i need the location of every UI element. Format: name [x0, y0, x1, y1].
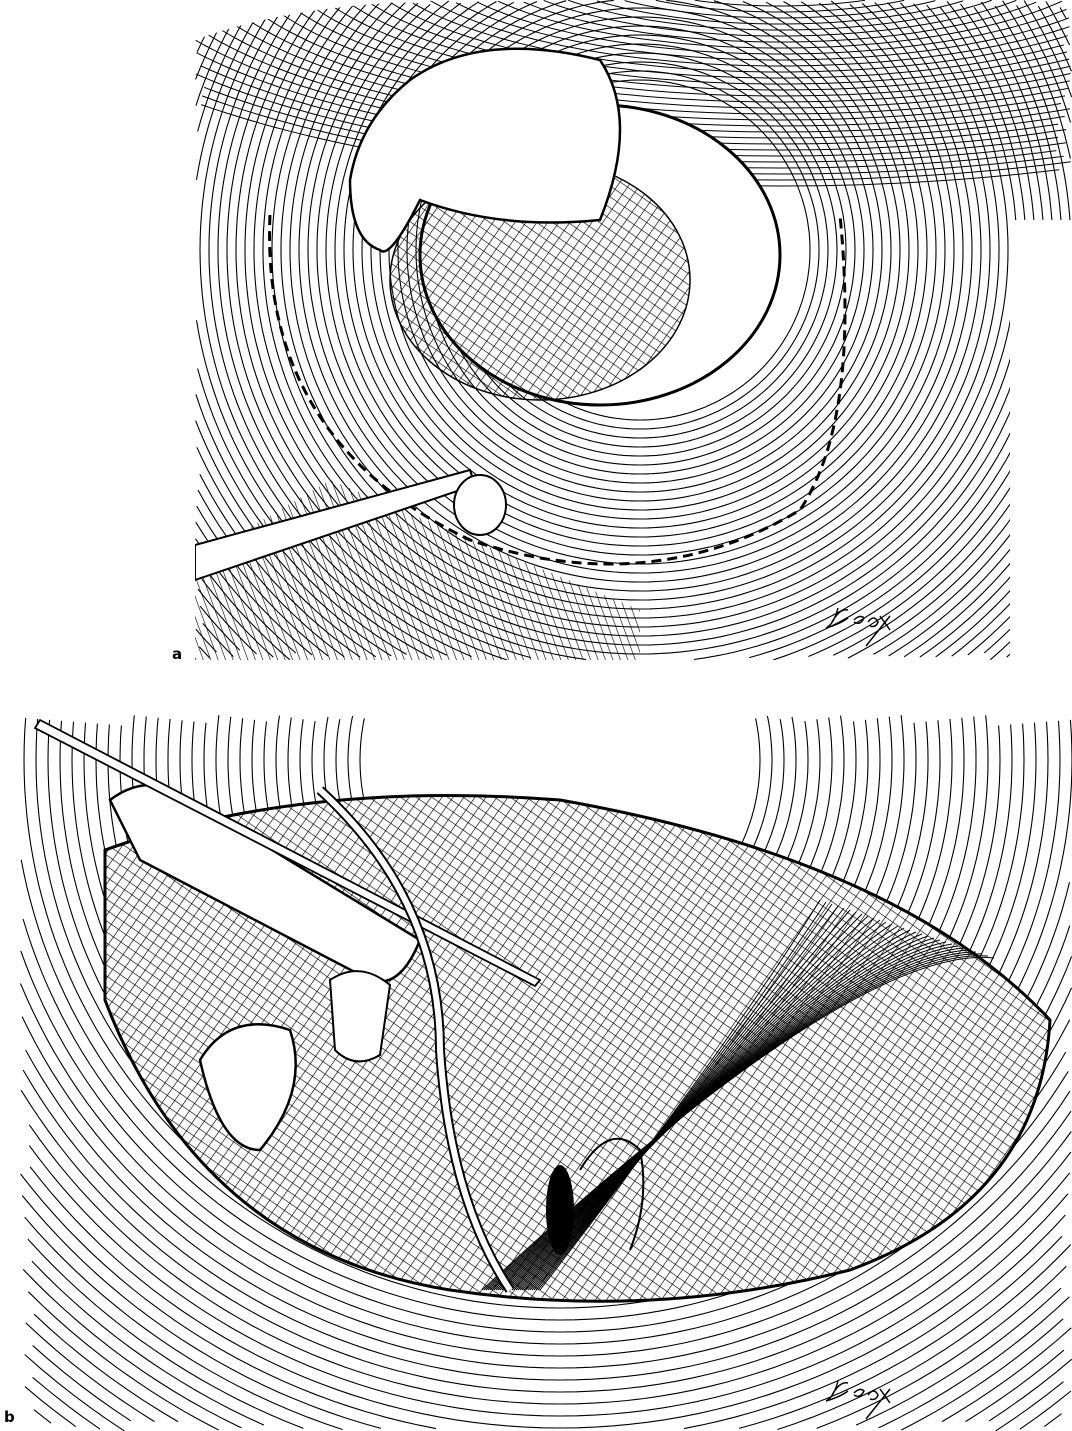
tissue-line [483, 955, 989, 1291]
eyelid-line [429, 0, 1070, 67]
eyelid-line [523, 1, 1037, 43]
eyelid-line [476, 1, 1067, 55]
eyelid-line [345, 0, 1070, 91]
engraving-line [20, 1173, 1066, 1430]
panel-a-drawing [195, 0, 1072, 660]
tissue-line [497, 941, 947, 1291]
eyelid-line [305, 1, 1071, 103]
tissue-line [525, 913, 863, 1291]
tissue-line [505, 933, 923, 1291]
engraving-line [25, 1049, 1071, 1369]
dark-opening [546, 1165, 574, 1255]
engraving-line [31, 1260, 1062, 1426]
engraving-line [28, 1124, 1072, 1405]
tissue-line [493, 945, 959, 1291]
tissue-line [491, 947, 965, 1291]
eyelid-line [543, 0, 1017, 37]
engraving-line [32, 1345, 1072, 1422]
tissue-line [519, 919, 881, 1291]
incision-dashed-line [268, 214, 847, 566]
tissue-line [481, 956, 995, 1291]
tissue-line [533, 905, 839, 1291]
panel-b-drawing [20, 715, 1072, 1431]
engraving-line [27, 1291, 1064, 1431]
eyelid-line [328, 3, 1071, 97]
engraving-line [24, 1216, 1072, 1431]
engraving-line [325, 0, 955, 565]
engraving-line [33, 1409, 52, 1424]
eyelid-line [390, 2, 1064, 79]
tissue-line [537, 901, 827, 1291]
tissue-line [535, 903, 833, 1291]
eyelid-line [568, 0, 992, 31]
tissue-line [531, 907, 845, 1291]
panel-label-a: a [172, 645, 183, 663]
tissue-loop [198, 1023, 297, 1152]
eyeball-tissue [348, 47, 622, 253]
eyelid-line [655, 0, 905, 13]
engraving-line [27, 1238, 1067, 1429]
tissue-line [501, 937, 935, 1291]
tissue-line [521, 917, 875, 1291]
engraving-line [28, 1145, 1071, 1417]
engraving-line [33, 1313, 1072, 1423]
engraving-line [25, 1322, 1065, 1423]
lower-hatching [195, 480, 640, 660]
tissue-line [507, 931, 917, 1291]
tissue-line [489, 949, 971, 1291]
engraving-line [22, 1269, 1070, 1429]
engraving-line [21, 1195, 1063, 1429]
engraving-line [307, 2, 973, 583]
eyelid-line [368, 1, 1068, 85]
eyelid-line [412, 2, 1068, 73]
instrument-tip [453, 474, 507, 536]
tissue-line [529, 909, 851, 1291]
signature-panel-b [825, 1380, 891, 1420]
engraving-line [32, 1376, 1072, 1430]
engraving-line [24, 1386, 1062, 1428]
tube-tip [328, 970, 392, 1063]
engraving-line [29, 1166, 1069, 1429]
tissue-line [523, 915, 869, 1291]
tissue-line [485, 953, 983, 1291]
eyelid-line [497, 0, 1063, 49]
eyelid-line [624, 0, 936, 19]
panel-label-b: b [4, 1408, 15, 1426]
eyelid-line [694, 0, 866, 7]
nerve-strand-inner [317, 787, 513, 1292]
tissue-line [517, 921, 887, 1291]
engraving-line [22, 1069, 1072, 1381]
signature-panel-a [825, 607, 891, 647]
tissue-line [487, 951, 977, 1291]
tissue-line [511, 927, 905, 1291]
tissue-line [527, 911, 857, 1291]
engraving-line [20, 1089, 1072, 1393]
tissue-line [503, 935, 929, 1291]
tissue-line [495, 943, 953, 1291]
tissue-line [499, 939, 941, 1291]
vessel-loop [579, 1137, 645, 1251]
tissue-line [513, 925, 899, 1291]
engraving-line [24, 1354, 1064, 1431]
eyelid-line [455, 2, 1070, 61]
tissue-line [509, 929, 911, 1291]
tissue-line [539, 899, 821, 1291]
eyelid-line [596, 0, 964, 25]
tissue-line [515, 923, 893, 1291]
